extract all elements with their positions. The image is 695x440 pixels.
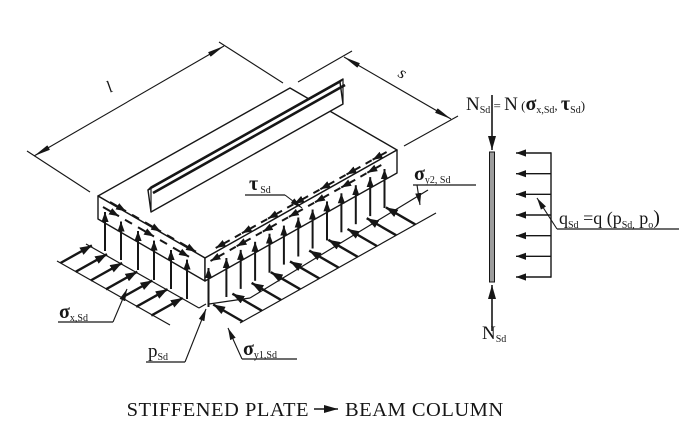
reaction-force-label: NSd (482, 323, 506, 345)
sigma-y1-label: σy1,Sd (243, 338, 277, 361)
distributed-load-formula: qSd =q (pSd, po) (559, 207, 660, 231)
plate-body (97, 87, 398, 282)
sigma-x-callout: σx,Sd (58, 288, 128, 324)
stiffener (147, 78, 346, 213)
pressure-arrows-short-face (101, 212, 191, 299)
sigma-x-stress-strip (56, 243, 207, 326)
shear-arrows-side-front-face (210, 164, 382, 262)
beam-column-bar (489, 151, 495, 283)
sigma-x-label: σx,Sd (59, 301, 88, 324)
sigma-y2-callout: σy2, Sd (413, 163, 476, 206)
sigma-y-stress-strip (208, 189, 437, 324)
pressure-label: pSd (148, 341, 168, 363)
shear-arrows-top-left-edge (109, 201, 197, 253)
caption-left: STIFFENED PLATE (127, 399, 309, 421)
sigma-y2-label: σy2, Sd (414, 163, 450, 186)
caption-right: BEAM COLUMN (345, 399, 504, 421)
length-label: l (103, 77, 117, 96)
spacing-label: s (395, 63, 411, 83)
pressure-arrows-long-face (204, 169, 389, 307)
beam-column-model: NSd = N (σx,Sd, τSd) qSd =q (pSd, po) NS… (466, 93, 679, 345)
pressure-callout: pSd (146, 308, 207, 363)
caption: STIFFENED PLATE BEAM COLUMN (127, 399, 504, 421)
stiffened-plate-drawing: l s τSd σy2, Sd σx,Sd pSd (26, 41, 476, 363)
shear-arrows-side-left-face (102, 206, 190, 258)
axial-force-formula: NSd = N (σx,Sd, τSd) (466, 93, 585, 116)
sigma-y1-callout: σy1,Sd (227, 327, 297, 361)
distributed-load-block (516, 149, 552, 281)
distributed-load-callout: qSd =q (pSd, po) (536, 197, 679, 231)
